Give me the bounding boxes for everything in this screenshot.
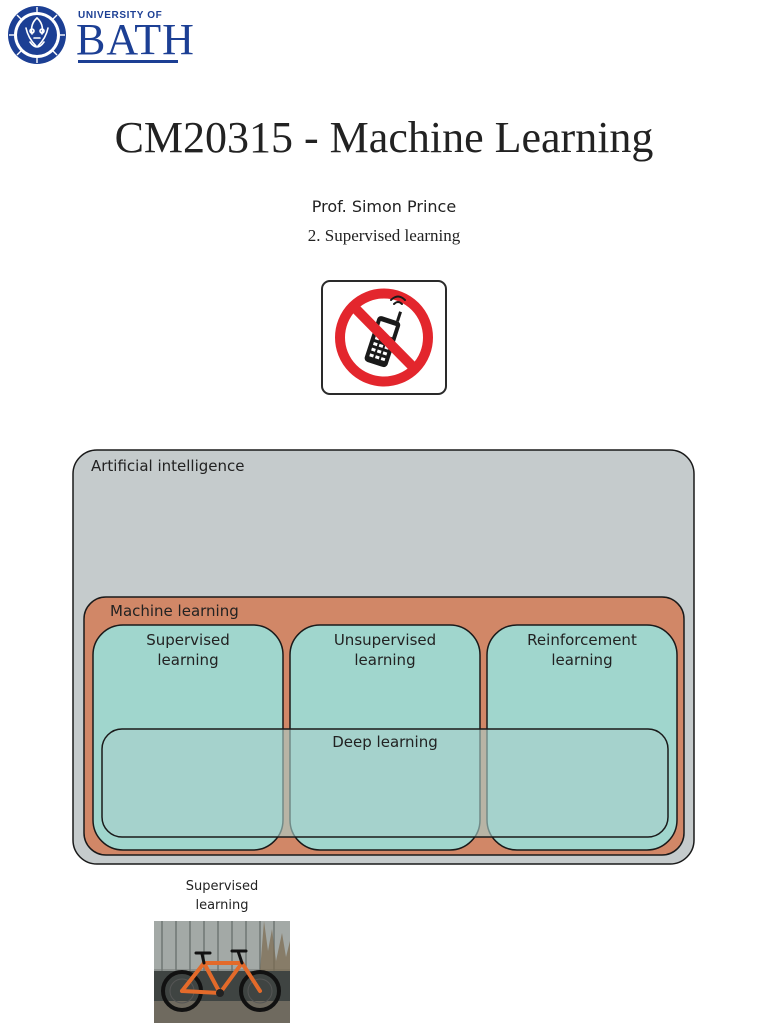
ai-label: Artificial intelligence xyxy=(91,457,245,475)
bike-card-label-line-1: Supervised xyxy=(185,879,259,894)
reinforcement-label-line-2: learning xyxy=(551,651,613,669)
slide-author: Prof. Simon Prince xyxy=(311,197,457,216)
unsupervised-label-line-2: learning xyxy=(354,651,416,669)
ai-venn-diagram: Artificial intelligence Machine learning… xyxy=(72,449,696,867)
logo-university-of: UNIVERSITY OF xyxy=(78,10,163,21)
unsupervised-label: Unsupervised learning xyxy=(290,630,480,670)
deep-learning-label: Deep learning xyxy=(332,733,438,751)
reinforcement-label-line-1: Reinforcement xyxy=(527,631,637,649)
university-logo: UNIVERSITY OF BATH xyxy=(6,4,194,66)
ml-label: Machine learning xyxy=(110,602,239,620)
logo-underline xyxy=(78,60,178,63)
no-mobile-phones-icon xyxy=(321,280,447,395)
bike-card-label-line-2: learning xyxy=(195,898,249,913)
supervised-learning-example: Supervised learning xyxy=(152,873,292,1023)
supervised-label-line-2: learning xyxy=(157,651,219,669)
slide-subtitle: 2. Supervised learning xyxy=(307,226,461,245)
bicycle-photo xyxy=(154,921,290,1023)
logo-bath-wordmark: BATH xyxy=(76,15,195,64)
unsupervised-label-line-1: Unsupervised xyxy=(333,631,437,649)
deep-learning-region xyxy=(101,728,669,838)
slide-title: CM20315 - Machine Learning xyxy=(114,113,654,162)
bike-card-label: Supervised learning xyxy=(152,877,292,915)
supervised-label-line-1: Supervised xyxy=(146,631,230,649)
bath-seal-icon xyxy=(8,6,66,64)
supervised-label: Supervised learning xyxy=(93,630,283,670)
reinforcement-label: Reinforcement learning xyxy=(487,630,677,670)
